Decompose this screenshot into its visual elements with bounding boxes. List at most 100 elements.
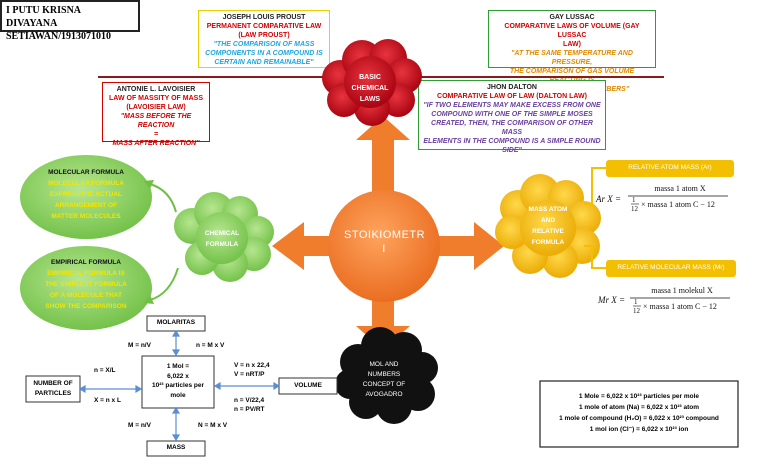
mole-cloud-line4: AVOGADRO [365,391,403,398]
empirical-line4: SHOW THE COMPARISON [45,303,127,310]
basic-laws-line3: LAWS [359,96,381,103]
molecular-line2: EXPRESSTHE ACTUAL [50,191,122,198]
basic-laws-line1: BASIC [359,74,381,81]
connector-empirical [149,267,179,301]
n-mv-top: n = M x V [196,342,225,349]
author-id: SETIAWAN/1913071010 [6,31,112,42]
lavoisier-quote-3: MASS AFTER REACTION" [112,140,200,147]
molecular-text: MOLECULAR FORMULA MOLECULAR FORMULA EXPR… [34,167,138,222]
mr-den-bot: 12 [633,307,640,315]
n-pvrt: n = PV/RT [234,406,265,413]
summary-line1: 1 Mole = 6,022 x 10²³ particles per mole [578,393,700,400]
mole-cloud-line1: MOL AND [369,361,399,368]
lavoisier-quote-2: = [153,131,159,138]
mass-atom-cloud [495,174,601,278]
mol-center-line4: mole [170,391,186,399]
proust-quote-1: "THE COMPARISON OF MASS [213,41,315,48]
molecular-line3: ARRANGEMENT OF [54,202,118,209]
mol-center-line1: 1 Mol = [166,363,190,370]
connector-ar [584,167,606,205]
chemical-formula-line1: CHEMICAL [204,230,240,237]
molecular-line1: MOLECULAR FORMULA [48,180,124,187]
particles-box [25,375,81,403]
particles-line1: NUMBER OF [33,380,73,387]
empirical-title: EMPIRICAL FORMULA [51,259,121,266]
mass-atom-line1: MASS ATOM [528,206,568,213]
molecular-line4: MATTER MOLECULES [51,213,121,220]
proust-law-1: PERMANENT COMPARATIVE LAW [206,23,322,30]
particles-line2: PARTICLES [34,390,72,397]
x-nl: X = n x L [94,397,121,404]
mol-center-line2: 6,022 x [167,372,189,380]
v-nrtp: V = nRT/P [234,371,265,378]
basic-laws-line2: CHEMICAL [351,85,389,92]
chemical-formula-label: CHEMICAL FORMULA [192,228,252,250]
basic-laws-label: BASIC CHEMICAL LAWS [338,72,402,105]
mol-center-line3: 10²³ particles per [151,382,205,389]
proust-quote-3: CERTAIN AND REMAINABLE" [214,59,314,66]
empirical-text: EMPIRICAL FORMULA EMPIRICAL FORMULA IS T… [34,257,138,312]
ar-lhs: Ar X = [596,194,622,204]
ar-den-rest: × massa 1 atom C − 12 [641,200,715,209]
mole-cloud-label: MOL AND NUMBERS CONCEPT OF AVOGADRO [352,360,416,400]
mass-label: MASS [166,444,186,451]
mole-cloud-line2: NUMBERS [367,371,401,378]
v-n224: V = n x 22,4 [234,362,270,369]
dalton-law-box: JHON DALTON COMPARATIVE LAW OF LAW (DALT… [418,80,606,154]
mass-atom-line2: AND [540,217,556,224]
summary-line3: 1 mole of compound (H₂O) = 6,022 x 10²³ … [559,415,719,422]
proust-quote-2: COMPONENTS IN A COMPOUND IS [205,50,323,57]
gaylussac-quote-1: "AT THE SAME TEMPERATURE AND PRESSURE, [511,50,633,66]
connector-mr [584,245,606,269]
mass-atom-line4: FORMULA [531,239,565,246]
proust-law-box: JOSEPH LOUIS PROUST PERMANENT COMPARATIV… [198,10,330,68]
author-name: I PUTU KRISNA DIVAYANA [6,5,81,29]
proust-law-2: (LAW PROUST) [238,32,290,39]
arrow-up [356,116,410,196]
mr-label-box [606,260,736,277]
center-line1: STOIKIOMETR [344,229,426,241]
dalton-quote-1: "IF TWO ELEMENTS MAY MAKE EXCESS FROM ON… [423,102,601,109]
mr-den-top: 1 [634,298,638,306]
lavoisier-law-2: (LAVOISIER LAW) [126,104,186,111]
gaylussac-name: GAY LUSSAC [549,14,595,21]
dalton-quote-5: SIDE" [502,147,522,154]
ar-den-bot: 12 [631,205,638,213]
ar-den-top: 1 [632,196,636,204]
empirical-formula-ellipse [20,246,152,330]
empirical-line1: EMPIRICAL FORMULA IS [47,270,125,277]
gaylussac-law-box: GAY LUSSAC COMPARATIVE LAWS OF VOLUME (G… [488,10,656,93]
mole-cloud-line3: CONCEPT OF [362,381,406,388]
particles-label: NUMBER OF PARTICLES [26,379,80,399]
mass-atom-line3: RELATIVE [532,228,564,235]
mass-atom-label: MASS ATOM AND RELATIVE FORMULA [518,204,578,248]
center-line2: I [382,243,386,255]
summary-text: 1 Mole = 6,022 x 10²³ particles per mole… [540,391,738,435]
mr-den-rest: × massa 1 atom C − 12 [643,302,717,311]
mol-center-label: 1 Mol = 6,022 x 10²³ particles per mole [142,362,214,400]
summary-line2: 1 mole of atom (Na) = 6,022 x 10²³ atom [578,404,700,411]
author-box: I PUTU KRISNA DIVAYANA SETIAWAN/19130710… [0,0,140,42]
lavoisier-law-1: LAW OF MASSITY OF MASS [109,95,203,102]
lavoisier-name: ANTONIE L. LAVOISIER [116,86,196,93]
molecular-title: MOLECULAR FORMULA [48,169,124,176]
center-circle [328,190,440,302]
gaylussac-law-1: COMPARATIVE LAWS OF VOLUME (GAY LUSSAC [504,23,640,39]
mr-label: RELATIVE MOLECULAR MASS (Mr) [617,264,725,271]
m-nv-bot: M = n/V [128,422,151,429]
basic-laws-cloud [322,39,422,126]
mr-lhs: Mr X = [598,295,626,305]
center-label: STOIKIOMETR I [344,228,426,256]
mol-center-box [141,355,215,409]
empirical-line2: THE SIMPLEST FORMULA [45,281,127,288]
dalton-name: JHON DALTON [487,84,537,91]
mole-map-arrows [78,329,281,442]
summary-line4: 1 mol ion (Cl⁻) = 6,022 x 10²³ ion [589,426,689,433]
mr-numerator: massa 1 molekul X [651,286,713,295]
lavoisier-law-box: ANTONIE L. LAVOISIER LAW OF MASSITY OF M… [102,82,210,147]
dalton-quote-4: ELEMENTS IN THE COMPOUND IS A SIMPLE ROU… [423,138,601,145]
n-v224: n = V/22,4 [234,397,265,404]
dalton-quote-2: COMPOUND WITH ONE OF THE SIMPLE MOSES [431,111,593,118]
dalton-law-1: COMPARATIVE LAW OF LAW (DALTON LAW) [437,93,587,100]
